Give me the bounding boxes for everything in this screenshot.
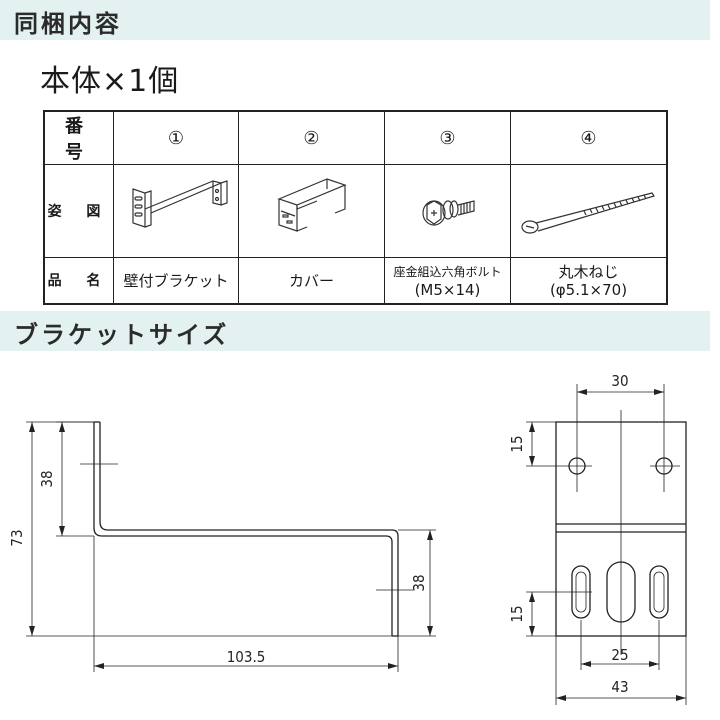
- part-name-text: 座金組込六角ボルト: [393, 265, 502, 279]
- hex-bolt-icon: [421, 200, 475, 226]
- dim-front-top-offset: 15: [508, 435, 526, 452]
- part-name-2: カバー: [238, 257, 385, 305]
- part-number-1: ①: [113, 110, 239, 165]
- dim-front-bottom-offset: 15: [508, 605, 526, 622]
- table-row: 品 名 壁付ブラケット カバー 座金組込六角ボルト (M5×14) 丸木ねじ (…: [43, 257, 668, 305]
- section-header-contents: 同梱内容: [0, 0, 710, 40]
- part-number-3: ③: [384, 110, 511, 165]
- side-view-bracket: [93, 421, 399, 637]
- section-header-bracket-size: ブラケットサイズ: [0, 311, 710, 351]
- wood-screw-icon: [520, 192, 655, 234]
- wall-bracket-icon: [132, 180, 228, 228]
- cover-icon: [276, 178, 347, 232]
- dim-front-width: 43: [611, 678, 628, 696]
- parts-table: 番 号 ① ② ③ ④ 姿 図: [43, 110, 668, 305]
- main-body-quantity: 本体×1個: [40, 64, 180, 99]
- part-name-text: 壁付ブラケット: [123, 271, 229, 290]
- part-name-1: 壁付ブラケット: [113, 257, 239, 305]
- dim-side-height: 73: [8, 529, 26, 546]
- dim-front-top-spacing: 30: [611, 372, 628, 390]
- row-header-shape: 姿 図: [43, 164, 114, 258]
- part-image-cover: [238, 164, 385, 258]
- side-view-dimension-lines: [26, 421, 436, 672]
- front-view-dimension-lines: [526, 384, 687, 705]
- part-name-text: カバー: [288, 271, 334, 290]
- part-name-text: 丸木ねじ: [558, 262, 619, 281]
- section-title-contents: 同梱内容: [14, 10, 122, 38]
- part-image-wall-bracket: [113, 164, 239, 258]
- part-image-wood-screw: [510, 164, 668, 258]
- dim-side-length: 103.5: [227, 648, 266, 666]
- part-spec-text: (M5×14): [414, 281, 481, 299]
- table-row: 番 号 ① ② ③ ④: [43, 110, 668, 165]
- part-number-4: ④: [510, 110, 668, 165]
- part-image-hex-bolt: [384, 164, 511, 258]
- part-name-4: 丸木ねじ (φ5.1×70): [510, 257, 668, 305]
- dim-front-slot-spacing: 25: [611, 646, 628, 664]
- part-spec-text: (φ5.1×70): [549, 280, 628, 299]
- dim-side-lower: 38: [410, 574, 428, 591]
- section-title-bracket-size: ブラケットサイズ: [14, 321, 230, 349]
- side-view-arrows: [29, 422, 433, 669]
- dim-side-upper: 38: [38, 470, 56, 487]
- front-view-arrows: [529, 389, 686, 701]
- table-row: 姿 図: [43, 164, 668, 258]
- part-name-3: 座金組込六角ボルト (M5×14): [384, 257, 511, 305]
